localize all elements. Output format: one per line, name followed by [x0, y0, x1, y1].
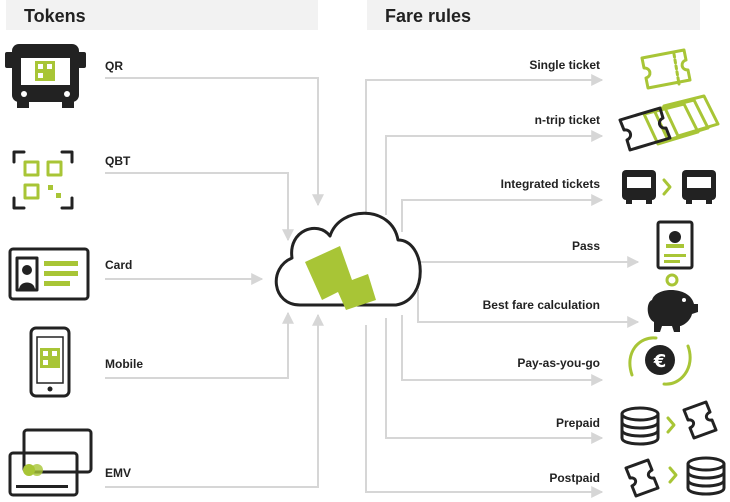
rule-label-bestfare: Best fare calculation [483, 298, 600, 312]
tokens-header: Tokens [24, 6, 86, 26]
bus-transfer-icon [622, 170, 716, 204]
rule-label-pass: Pass [572, 239, 600, 253]
svg-text:€: € [653, 351, 667, 372]
pass-icon [656, 220, 694, 270]
token-label-card: Card [105, 258, 132, 272]
fare-rules-header-bar [367, 0, 700, 30]
rule-label-prepaid: Prepaid [556, 416, 600, 430]
rule-label-single: Single ticket [529, 58, 600, 72]
fare-rule-connectors [365, 74, 640, 498]
token-label-mobile: Mobile [105, 357, 143, 371]
cloud-ticket-icon [274, 211, 422, 310]
bus-qr-icon [5, 44, 86, 108]
rule-label-postpaid: Postpaid [549, 471, 600, 485]
piggy-bank-icon [647, 273, 698, 332]
id-card-icon [8, 247, 90, 301]
bank-cards-icon [8, 428, 93, 497]
token-connectors [105, 77, 324, 488]
token-label-qr: QR [105, 59, 123, 73]
tokens-header-bar [6, 0, 318, 30]
rule-label-integrated: Integrated tickets [501, 177, 601, 191]
multi-ticket-icon [618, 94, 720, 152]
fare-rules-header: Fare rules [385, 6, 471, 26]
euro-cycle-icon: € [628, 336, 692, 386]
ticket-icon [640, 48, 692, 90]
rule-label-payg: Pay-as-you-go [517, 356, 600, 370]
coins-to-ticket-icon [620, 400, 718, 446]
qr-scan-icon [12, 150, 74, 210]
token-label-emv: EMV [105, 466, 131, 480]
rule-label-ntrip: n-trip ticket [535, 113, 600, 127]
token-label-qbt: QBT [105, 154, 131, 168]
mobile-qr-icon [29, 326, 71, 398]
ticket-to-coins-icon [624, 456, 726, 498]
